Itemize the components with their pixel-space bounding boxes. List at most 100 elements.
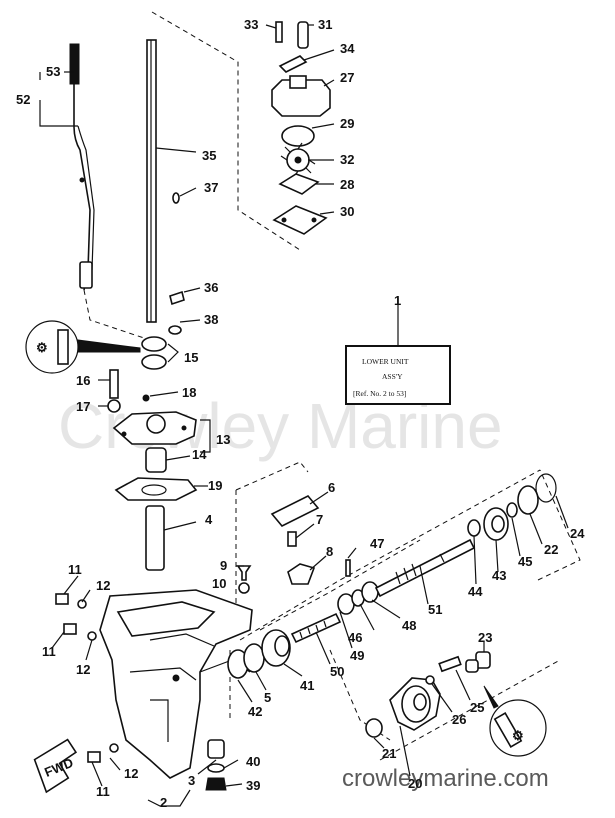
bolt-25 (438, 655, 462, 673)
callout-18: 18 (182, 385, 196, 400)
callout-38: 38 (204, 312, 218, 327)
callout-16: 16 (76, 373, 90, 388)
detail-bubble-left: ⚙ (25, 320, 141, 374)
callout-30: 30 (340, 204, 354, 219)
callout-2: 2 (160, 795, 167, 810)
oil-seal-15a (141, 336, 167, 352)
callout-51: 51 (428, 602, 442, 617)
callout-45: 45 (518, 554, 532, 569)
pin-47 (345, 559, 351, 577)
callout-37: 37 (204, 180, 218, 195)
bolt-11b (63, 623, 77, 635)
callout-29: 29 (340, 116, 354, 131)
callout-26: 26 (452, 712, 466, 727)
insert-34 (278, 55, 308, 73)
detail-bubble-right: ⚙ (483, 685, 547, 757)
callout-13: 13 (216, 432, 230, 447)
callout-23: 23 (478, 630, 492, 645)
callout-17: 17 (76, 399, 90, 414)
svg-text:⚙: ⚙ (512, 728, 524, 743)
anode-39 (205, 777, 227, 791)
callout-49: 49 (350, 648, 364, 663)
callout-9: 9 (220, 558, 227, 573)
callout-25: 25 (470, 700, 484, 715)
callout-28: 28 (340, 177, 354, 192)
gear-41 (261, 629, 291, 667)
callout-40: 40 (246, 754, 260, 769)
gear-48 (361, 581, 379, 603)
callout-32: 32 (340, 152, 354, 167)
washer-12a (77, 599, 87, 609)
water-tube-4 (145, 505, 165, 571)
screw-18 (142, 394, 150, 402)
bearing-5 (243, 643, 265, 673)
callout-5: 5 (264, 690, 271, 705)
callout-42: 42 (248, 704, 262, 719)
callout-1: 1 (394, 293, 401, 308)
washer-10 (238, 582, 250, 594)
callout-22: 22 (544, 542, 558, 557)
callout-33: 33 (244, 17, 258, 32)
bearing-22 (517, 485, 539, 515)
callout-12a: 12 (96, 578, 110, 593)
shift-rod-group (69, 43, 95, 291)
callout-53: 53 (46, 64, 60, 79)
gasket-28 (278, 173, 320, 195)
callout-46: 46 (348, 630, 362, 645)
shift-cam-8 (287, 563, 316, 585)
seal-21 (365, 718, 383, 738)
pin-37 (172, 192, 180, 204)
callout-14: 14 (192, 447, 207, 462)
leader-lines (39, 24, 569, 807)
callout-27: 27 (340, 70, 354, 85)
callout-31: 31 (318, 17, 332, 32)
callout-48: 48 (402, 618, 416, 633)
callout-21: 21 (382, 746, 396, 761)
shaft-50 (290, 612, 342, 644)
drive-shaft-35 (146, 39, 157, 323)
oil-seal-15b (141, 354, 167, 370)
plate-6 (270, 495, 320, 527)
callout-24: 24 (570, 526, 585, 541)
callout-11b: 11 (42, 644, 56, 659)
plate-30 (272, 205, 328, 235)
seal-38 (168, 325, 182, 335)
callout-44: 44 (468, 584, 483, 599)
callout-numbers: 1 2 3 4 5 6 7 8 9 10 11 11 11 12 12 12 1… (16, 17, 585, 810)
washer-40 (207, 763, 225, 773)
washer-12b (87, 631, 97, 641)
nut-23b (465, 659, 479, 673)
gasket-19 (114, 477, 198, 501)
title-line-2: ASS'Y (382, 372, 403, 381)
o-ring-24 (535, 473, 557, 503)
lower-unit-title-box: LOWER UNIT ASS'Y [Ref. No. 2 to 53] (345, 306, 451, 405)
callout-52: 52 (16, 92, 30, 107)
callout-10: 10 (212, 576, 226, 591)
washer-45 (506, 502, 518, 518)
title-line-1: LOWER UNIT (362, 357, 409, 366)
callout-11c: 11 (96, 784, 110, 799)
propeller-cap-20 (389, 677, 441, 731)
gear-43 (483, 507, 509, 541)
callout-47: 47 (370, 536, 384, 551)
callout-36: 36 (204, 280, 218, 295)
cartridge-29 (281, 125, 315, 147)
washer-12c (109, 743, 119, 753)
callout-7: 7 (316, 512, 323, 527)
callout-6: 6 (328, 480, 335, 495)
washer-26 (425, 675, 435, 685)
callout-8: 8 (326, 544, 333, 559)
bushing-14 (145, 447, 167, 473)
callout-3: 3 (188, 773, 195, 788)
callout-19: 19 (208, 478, 222, 493)
title-line-3: [Ref. No. 2 to 53] (353, 389, 406, 398)
callout-11a: 11 (68, 562, 82, 577)
svg-text:⚙: ⚙ (36, 340, 48, 355)
callout-12c: 12 (124, 766, 138, 781)
washer-17 (107, 399, 121, 413)
bolt-11a (55, 593, 69, 605)
bolt-9 (236, 565, 252, 581)
callout-43: 43 (492, 568, 506, 583)
callout-12b: 12 (76, 662, 90, 677)
